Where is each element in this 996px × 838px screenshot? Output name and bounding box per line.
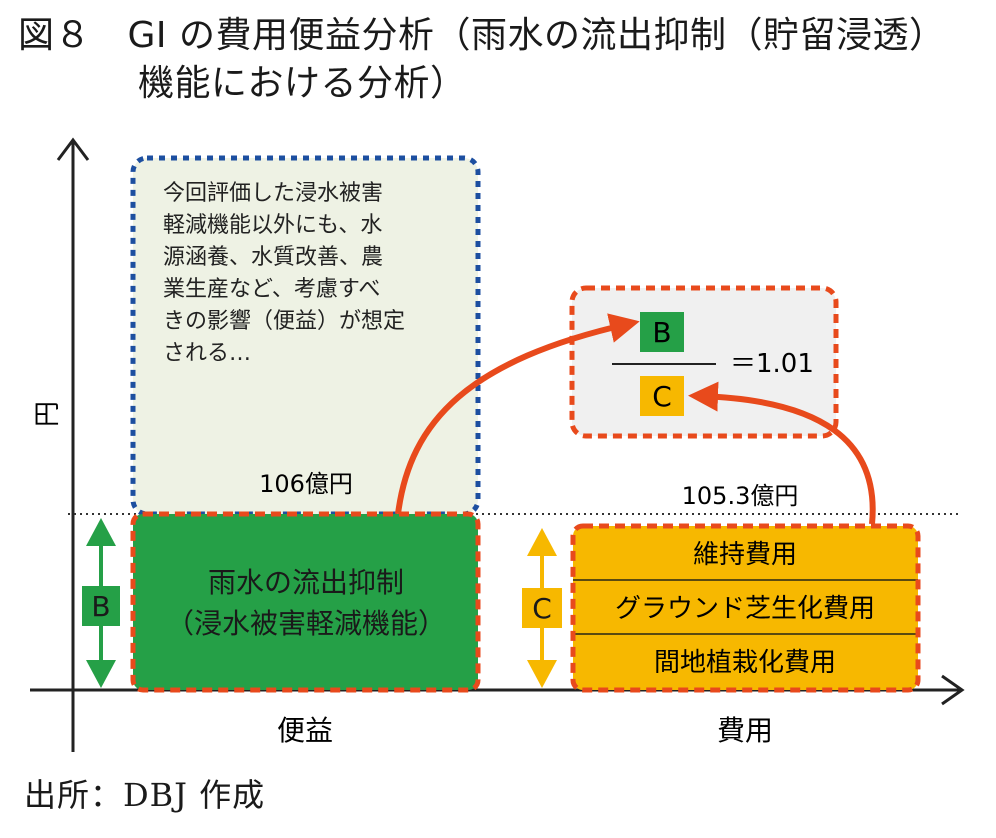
benefit-badge-letter: B bbox=[91, 590, 110, 623]
y-axis-arrowhead bbox=[56, 137, 90, 161]
cost-item-1: 維持費用 bbox=[693, 540, 797, 570]
cost-total-label: 105.3億円 bbox=[682, 482, 799, 510]
ratio-numerator: B bbox=[652, 316, 671, 349]
cost-box-frame bbox=[570, 523, 921, 693]
benefit-main-line2: （浸水被害軽減機能） bbox=[166, 607, 446, 640]
benefit-bracket-up-arrow bbox=[86, 518, 116, 546]
ratio-result: ＝1.01 bbox=[730, 349, 814, 379]
benefit-main-line1: 雨水の流出抑制 bbox=[208, 566, 404, 599]
benefit-main-box: 雨水の流出抑制 （浸水被害軽減機能） bbox=[130, 511, 481, 693]
benefit-other-line-2: 軽減機能以外にも、水 bbox=[163, 213, 382, 238]
cost-bracket: C bbox=[522, 528, 562, 688]
ratio-numerator-badge bbox=[640, 312, 684, 352]
cost-item-2: グラウンド芝生化費用 bbox=[615, 594, 875, 624]
cost-bracket-up-arrow bbox=[527, 528, 557, 556]
benefit-other-box: 今回評価した浸水被害 軽減機能以外にも、水 源涵養、水質改善、農 業生産など、考… bbox=[130, 155, 481, 517]
cost-box-fill bbox=[573, 526, 918, 690]
benefit-main-frame bbox=[130, 511, 481, 693]
x-axis-arrowhead bbox=[941, 674, 965, 706]
benefit-to-ratio-arrow bbox=[395, 313, 640, 515]
benefit-bracket: B bbox=[82, 518, 120, 688]
figure-title-line2: 機能における分析） bbox=[138, 63, 467, 104]
x-label-cost: 費用 bbox=[717, 714, 773, 747]
benefit-badge bbox=[82, 586, 120, 626]
cost-bracket-down-arrow bbox=[527, 660, 557, 688]
figure-title-line1: 図８ GI の費用便益分析（雨水の流出抑制（貯留浸透） bbox=[18, 15, 946, 56]
benefit-other-frame bbox=[130, 155, 481, 517]
cost-to-ratio-arrow bbox=[688, 381, 876, 525]
cost-item-3: 間地植栽化費用 bbox=[654, 648, 836, 678]
x-label-benefit: 便益 bbox=[277, 714, 333, 747]
ratio-denominator: C bbox=[652, 380, 672, 413]
ratio-denominator-badge bbox=[640, 376, 684, 416]
benefit-other-line-4: 業生産など、考慮すべ bbox=[163, 277, 380, 302]
benefit-total-label: 106億円 bbox=[259, 470, 353, 498]
benefit-other-text: 今回評価した浸水被害 軽減機能以外にも、水 源涵養、水質改善、農 業生産など、考… bbox=[163, 181, 412, 366]
cost-badge bbox=[522, 588, 562, 628]
figure-title: 図８ GI の費用便益分析（雨水の流出抑制（貯留浸透） 機能における分析） bbox=[18, 12, 946, 104]
cost-badge-letter: C bbox=[532, 592, 552, 625]
benefit-bracket-down-arrow bbox=[86, 660, 116, 688]
benefit-other-line-5: きの影響（便益）が想定 bbox=[163, 309, 405, 334]
benefit-other-line-3: 源涵養、水質改善、農 bbox=[163, 245, 383, 270]
y-axis-label: 円 bbox=[33, 401, 63, 427]
figure-source: 出所：DBJ 作成 bbox=[24, 776, 266, 814]
benefit-other-line-1: 今回評価した浸水被害 bbox=[163, 181, 383, 206]
benefit-other-line-6: される… bbox=[163, 341, 251, 366]
cost-box: 維持費用 グラウンド芝生化費用 間地植栽化費用 105.3億円 bbox=[570, 482, 921, 693]
